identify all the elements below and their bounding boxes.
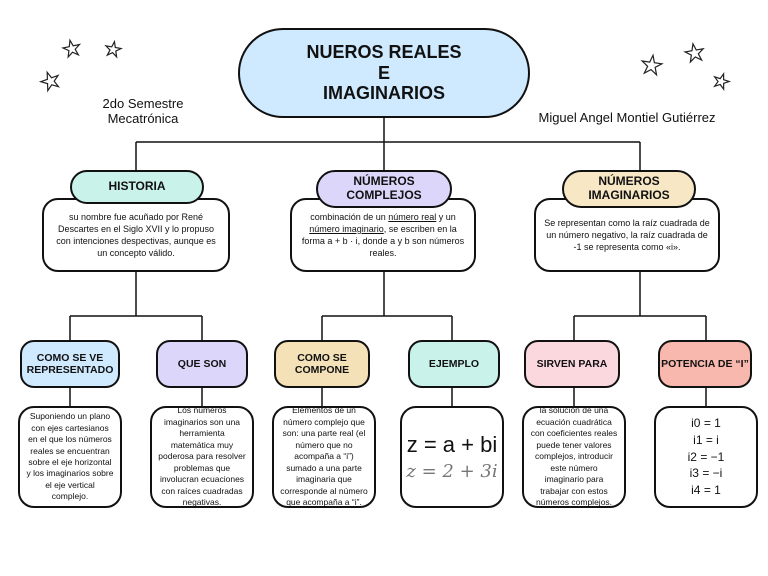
compone-text: Elementos de un número complejo que son:… <box>280 405 368 508</box>
potencia-item: i1 = i <box>693 432 719 447</box>
potencia-label: POTENCIA DE “I” <box>661 357 749 370</box>
equation-example: z = 2 + 3i <box>406 460 498 482</box>
complejos-node: NÚMEROS COMPLEJOS <box>316 170 452 208</box>
ejemplo-label: EJEMPLO <box>428 357 480 370</box>
complejos-label: NÚMEROS COMPLEJOS <box>346 174 422 202</box>
historia-box: su nombre fue acuñado por René Descartes… <box>42 198 230 272</box>
sirven-node: SIRVEN PARA <box>524 340 620 388</box>
queson-node: QUE SON <box>156 340 248 388</box>
potencia-item: i0 = 1 <box>691 416 721 430</box>
queson-label: QUE SON <box>177 357 227 370</box>
imaginarios-box: Se representan como la raíz cuadrada de … <box>534 198 720 272</box>
complejos-box: combinación de un número real y un númer… <box>290 198 476 272</box>
compone-node: COMO SE COMPONE <box>274 340 370 388</box>
sirven-box: la solución de una ecuación cuadrática c… <box>522 405 626 508</box>
semester-label: 2do Semestre Mecatrónica <box>80 96 206 126</box>
equation-general: z = a + bi <box>406 432 498 457</box>
potencia-box: i0 = 1 i1 = i i2 = −1 i3 = −i i4 = 1 <box>654 406 758 508</box>
semester-line-1: 2do Semestre <box>102 96 184 111</box>
represent-node: COMO SE VE REPRESENTADO <box>20 340 120 388</box>
author-name: Miguel Angel Montiel Gutiérrez <box>538 110 716 125</box>
ejemplo-box: z = a + bi z = 2 + 3i <box>400 406 504 508</box>
represent-text: Suponiendo un plano con ejes cartesianos… <box>26 411 114 502</box>
represent-label: COMO SE VE REPRESENTADO <box>26 351 114 376</box>
star-icon: ★ <box>59 34 85 64</box>
represent-box: Suponiendo un plano con ejes cartesianos… <box>18 406 122 508</box>
imaginarios-node: NÚMEROS IMAGINARIOS <box>562 170 696 208</box>
star-icon: ★ <box>681 38 708 70</box>
compone-label: COMO SE COMPONE <box>294 351 350 376</box>
semester-line-2: Mecatrónica <box>107 111 179 126</box>
sirven-text: la solución de una ecuación cuadrática c… <box>530 405 618 508</box>
star-icon: ★ <box>102 37 125 63</box>
title-line-1: NUEROS REALES <box>306 41 462 62</box>
main-title: NUEROS REALES E IMAGINARIOS <box>238 28 530 118</box>
potencia-item: i4 = 1 <box>691 483 721 498</box>
queson-box: Los números imaginarios son una herramie… <box>150 405 254 508</box>
imaginarios-label: NÚMEROS IMAGINARIOS <box>588 174 670 202</box>
sirven-label: SIRVEN PARA <box>536 357 608 370</box>
title-line-3: IMAGINARIOS <box>322 83 445 104</box>
imaginarios-text: Se representan como la raíz cuadrada de … <box>544 217 710 253</box>
historia-text: su nombre fue acuñado por René Descartes… <box>56 211 216 259</box>
star-icon: ★ <box>637 48 666 82</box>
queson-text: Los números imaginarios son una herramie… <box>158 405 246 508</box>
historia-label: HISTORIA <box>108 179 166 194</box>
potencia-item: i3 = −i <box>689 466 723 481</box>
title-line-2: E <box>377 62 390 83</box>
compone-box: Elementos de un número complejo que son:… <box>272 405 376 508</box>
historia-node: HISTORIA <box>70 170 204 204</box>
potencia-item: i2 = −1 <box>687 449 725 464</box>
potencia-node: POTENCIA DE “I” <box>658 340 752 388</box>
ejemplo-node: EJEMPLO <box>408 340 500 388</box>
complejos-text: combinación de un número real y un númer… <box>301 211 465 259</box>
